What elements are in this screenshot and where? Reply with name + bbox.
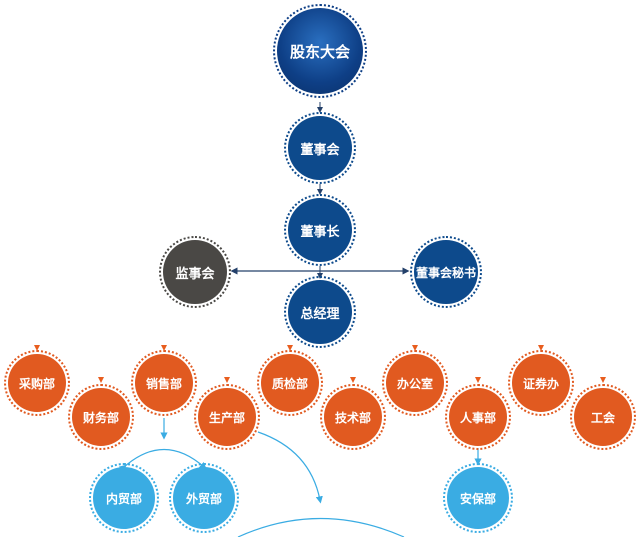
dept-union-label: 工会 [590, 410, 615, 425]
tick-hr [475, 377, 481, 383]
tick-procurement [34, 345, 40, 351]
sub-domestic[interactable]: 内贸部 [89, 463, 159, 533]
tick-technology [350, 377, 356, 383]
board-label: 董事会 [300, 142, 340, 158]
dept-finance-label: 财务部 [82, 410, 119, 425]
link-sales-arc [118, 448, 207, 473]
dept-production-label: 生产部 [208, 410, 245, 425]
node-secretary[interactable]: 董事会秘书 [410, 236, 482, 308]
dept-securities[interactable]: 证券办 [508, 350, 574, 416]
dept-procurement[interactable]: 采购部 [4, 350, 70, 416]
dept-technology[interactable]: 技术部 [320, 384, 386, 450]
dept-office-label: 办公室 [396, 376, 433, 391]
tick-sales [161, 345, 167, 351]
link-bottom-arc [237, 517, 405, 537]
dept-production[interactable]: 生产部 [194, 384, 260, 450]
dept-office[interactable]: 办公室 [382, 350, 448, 416]
node-chairman[interactable]: 董事长 [284, 194, 356, 266]
shareholders-label: 股东大会 [289, 42, 350, 61]
dept-quality-label: 质检部 [271, 376, 308, 391]
secretary-label: 董事会秘书 [415, 265, 476, 280]
tick-office [412, 345, 418, 351]
supervisory-label: 监事会 [175, 266, 215, 282]
dept-hr[interactable]: 人事部 [445, 384, 511, 450]
dept-technology-label: 技术部 [334, 410, 371, 425]
node-shareholders[interactable]: 股东大会 [273, 4, 367, 98]
dept-hr-label: 人事部 [459, 410, 496, 425]
link-production-arc [257, 431, 323, 504]
tick-quality [287, 345, 293, 351]
dept-quality[interactable]: 质检部 [257, 350, 323, 416]
chairman-label: 董事长 [300, 224, 340, 240]
tick-union [600, 377, 606, 383]
tick-production [224, 377, 230, 383]
sub-security-label: 安保部 [459, 491, 496, 506]
dept-sales[interactable]: 销售部 [131, 350, 197, 416]
tick-finance [98, 377, 104, 383]
dept-finance[interactable]: 财务部 [68, 384, 134, 450]
dept-securities-label: 证券办 [522, 376, 559, 391]
dept-union[interactable]: 工会 [570, 384, 636, 450]
dept-sales-label: 销售部 [145, 376, 182, 391]
node-gm[interactable]: 总经理 [284, 276, 356, 348]
sub-foreign-label: 外贸部 [185, 491, 222, 506]
sub-foreign[interactable]: 外贸部 [169, 463, 239, 533]
sub-security[interactable]: 安保部 [443, 463, 513, 533]
tick-securities [538, 345, 544, 351]
gm-label: 总经理 [300, 306, 340, 322]
dept-procurement-label: 采购部 [18, 376, 55, 391]
node-board[interactable]: 董事会 [284, 112, 356, 184]
sub-domestic-label: 内贸部 [105, 491, 142, 506]
node-supervisory[interactable]: 监事会 [159, 236, 231, 308]
